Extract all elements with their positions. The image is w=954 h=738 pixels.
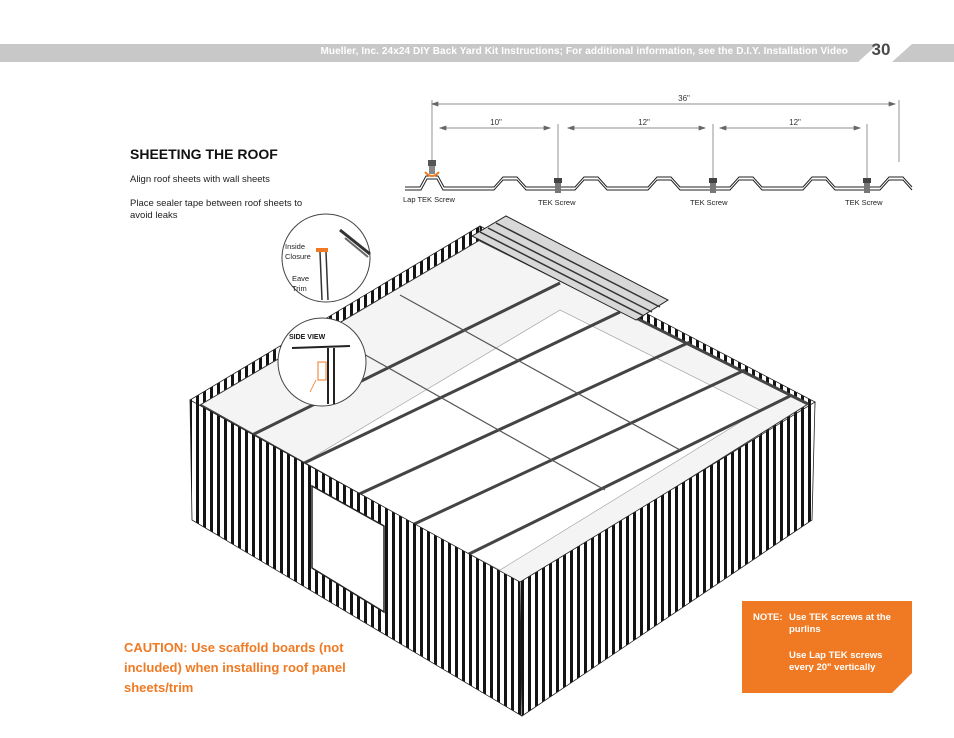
header-bar-shape [0,44,954,62]
note-label: NOTE: [753,612,783,623]
lap-tek-screw-label: Lap TEK Screw [403,195,455,204]
instruction-align: Align roof sheets with wall sheets [130,174,270,185]
dimension-overall: 36" [678,94,690,103]
caution-text: CAUTION: Use scaffold boards (not includ… [124,640,346,695]
note-text: NOTE: Use TEK screws at the purlins Use … [753,612,908,674]
dimension-third: 12" [789,118,801,127]
dimension-first: 10" [490,118,502,127]
tek-screw-label-3: TEK Screw [845,198,883,207]
tek-screw-label-2: TEK Screw [690,198,728,207]
instruction-sealer: Place sealer tape between roof sheets to… [130,198,303,221]
header-bar [0,43,954,63]
tek-screw-icon-2 [709,178,717,193]
header-title: Mueller, Inc. 24x24 DIY Back Yard Kit In… [320,46,848,57]
page-number: 30 [871,40,891,59]
front-wall-left [189,399,523,717]
note-box [742,601,912,693]
tek-screw-icon-1 [554,178,562,193]
rafters [329,294,681,491]
panel-profile [405,175,913,191]
dimension-second: 12" [638,118,650,127]
installed-roof-sheets [470,215,670,321]
note-box-shape [742,601,912,693]
eave-trim-label: Eave Trim [292,274,310,293]
note-line-1: Use TEK screws at the purlins [789,612,891,635]
side-view-label: SIDE VIEW [289,334,326,341]
tek-screw-icon-3 [863,178,871,193]
section-title: SHEETING THE ROOF [130,146,278,162]
inside-closure-label: Inside Closure [285,242,311,261]
front-wall-right [519,401,816,717]
note-line-2: Use Lap TEK screws every 20" vertically [789,650,883,673]
lap-tek-screw-icon [424,160,440,177]
inside-closure-detail [281,213,371,303]
side-view-detail [277,317,367,407]
tek-screw-label-1: TEK Screw [538,198,576,207]
dimension-lines [430,100,900,178]
